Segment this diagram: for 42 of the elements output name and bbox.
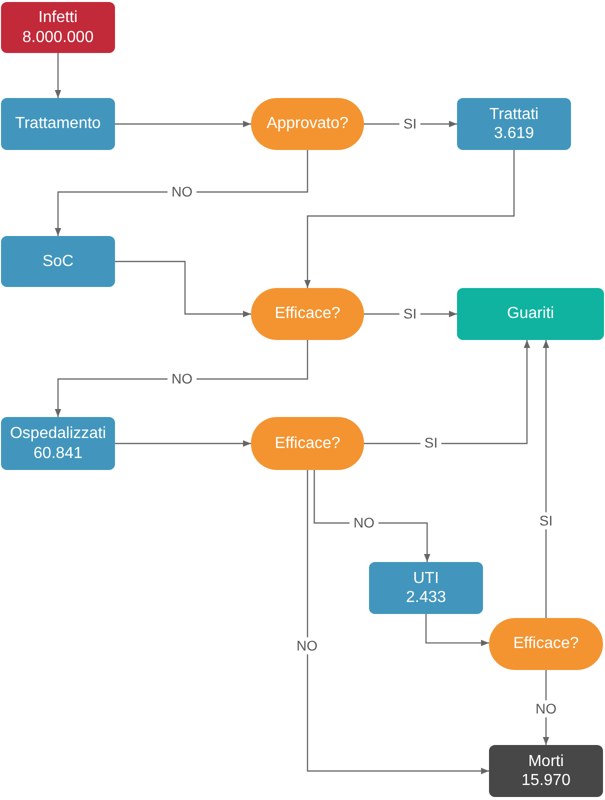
node-label: SoC (42, 252, 74, 272)
process-box (457, 288, 604, 340)
process-box (489, 745, 603, 797)
node-label: Efficace? (513, 634, 579, 654)
node-label: 3.619 (494, 124, 534, 144)
node-label: Ospedalizzati (10, 424, 106, 444)
arrow (304, 150, 515, 288)
arrow (54, 150, 308, 236)
node-label: Guariti (506, 304, 554, 324)
process-box (457, 98, 571, 150)
arrow (54, 340, 308, 417)
arrow (364, 310, 457, 318)
process-box (1, 2, 115, 53)
arrow (542, 340, 550, 618)
node-label: Efficace? (274, 304, 340, 324)
decision-pill (489, 618, 603, 670)
process-box (1, 417, 115, 470)
decision-pill (251, 98, 364, 150)
node-label: Approvato? (266, 114, 348, 134)
arrow (364, 340, 530, 444)
arrow (115, 440, 251, 447)
node-label: 15.970 (522, 771, 570, 790)
node-label: 60.841 (34, 444, 82, 463)
arrow (54, 53, 62, 98)
node-label: UTI (413, 568, 439, 588)
node-label: Trattamento (15, 114, 101, 134)
process-box (369, 562, 483, 614)
node-label: Trattati (489, 104, 539, 124)
process-box (1, 236, 115, 287)
node-label: Efficace? (274, 434, 340, 454)
decision-pill (251, 417, 364, 470)
process-box (1, 98, 115, 150)
decision-pill (251, 288, 364, 340)
node-label: 2.433 (406, 588, 446, 608)
arrow (115, 260, 251, 318)
node-label: Infetti (38, 8, 78, 28)
node-label: 8.000.000 (22, 28, 94, 47)
arrow (306, 470, 489, 774)
arrow (364, 120, 457, 128)
arrow (425, 614, 489, 646)
arrow (115, 120, 251, 128)
node-label: Morti (528, 752, 564, 771)
